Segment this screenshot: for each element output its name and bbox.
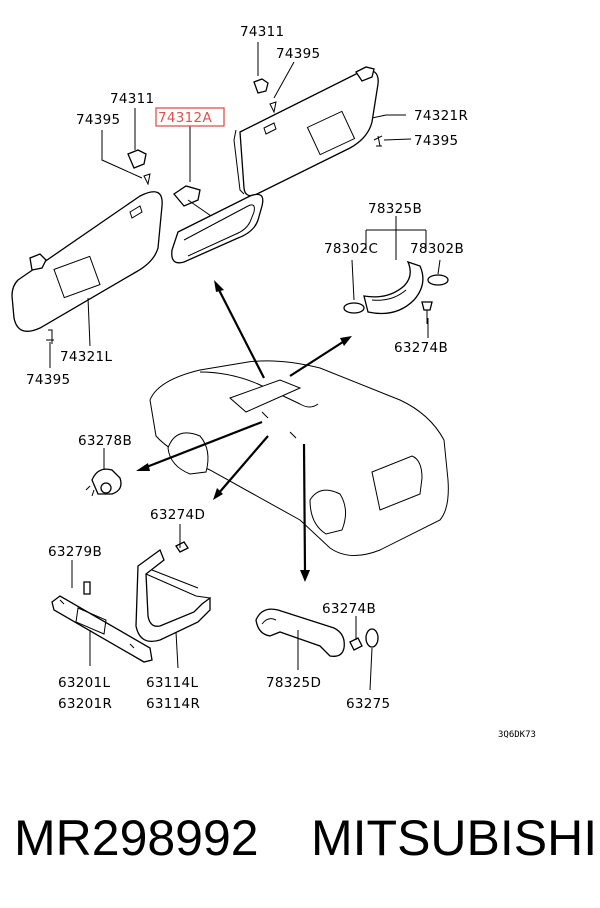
vehicle-body	[149, 360, 449, 556]
label-74311-top: 74311	[240, 24, 284, 40]
label-63279B: 63279B	[48, 544, 102, 560]
label-74395-bottom: 74395	[26, 372, 70, 388]
grab-handle-78325B	[343, 260, 449, 324]
label-63275: 63275	[346, 696, 390, 712]
coat-hook-63278B	[85, 468, 122, 497]
label-63274B-top: 63274B	[394, 340, 448, 356]
sun-visor-right	[233, 69, 379, 197]
parts-diagram: 74311 74395 74321R 74395 74311 74395 743…	[11, 24, 536, 740]
label-78302B: 78302B	[410, 241, 464, 257]
leader-lines	[49, 42, 441, 691]
highlight-box-74312A	[155, 107, 225, 127]
label-78325D: 78325D	[266, 675, 321, 691]
grab-handle-78325D	[255, 608, 379, 657]
label-74321R: 74321R	[414, 108, 468, 124]
screw-74395-bottom	[46, 329, 54, 344]
diagram-code: 3Q6DK73	[498, 730, 536, 740]
brand-name: MITSUBISHI	[311, 810, 598, 866]
visor-clip-right	[253, 66, 375, 114]
pointer-arrows	[136, 280, 352, 582]
assist-grip-63114L	[135, 541, 211, 643]
label-63201R: 63201R	[58, 696, 112, 712]
screw-74395-right	[373, 135, 383, 147]
rear-view-mirror	[171, 185, 264, 264]
label-74395-left: 74395	[76, 112, 120, 128]
label-74321L: 74321L	[60, 349, 112, 365]
label-74395-top: 74395	[276, 46, 320, 62]
label-78302C: 78302C	[324, 241, 378, 257]
label-74395-right: 74395	[414, 133, 458, 149]
label-63278B: 63278B	[78, 433, 132, 449]
label-74311-left: 74311	[110, 91, 154, 107]
label-78325B: 78325B	[368, 201, 422, 217]
label-63114L: 63114L	[146, 675, 198, 691]
label-63274B-bottom: 63274B	[322, 601, 376, 617]
sun-visor-left	[11, 191, 163, 332]
bracket-63201L	[51, 581, 153, 663]
label-63201L: 63201L	[58, 675, 110, 691]
part-labels: 74311 74395 74321R 74395 74311 74395 743…	[26, 24, 536, 740]
visor-clip-left	[127, 149, 151, 186]
part-number: MR298992	[14, 810, 259, 866]
label-74312A: 74312A	[158, 110, 212, 126]
label-63274D: 63274D	[150, 507, 205, 523]
label-63114R: 63114R	[146, 696, 200, 712]
